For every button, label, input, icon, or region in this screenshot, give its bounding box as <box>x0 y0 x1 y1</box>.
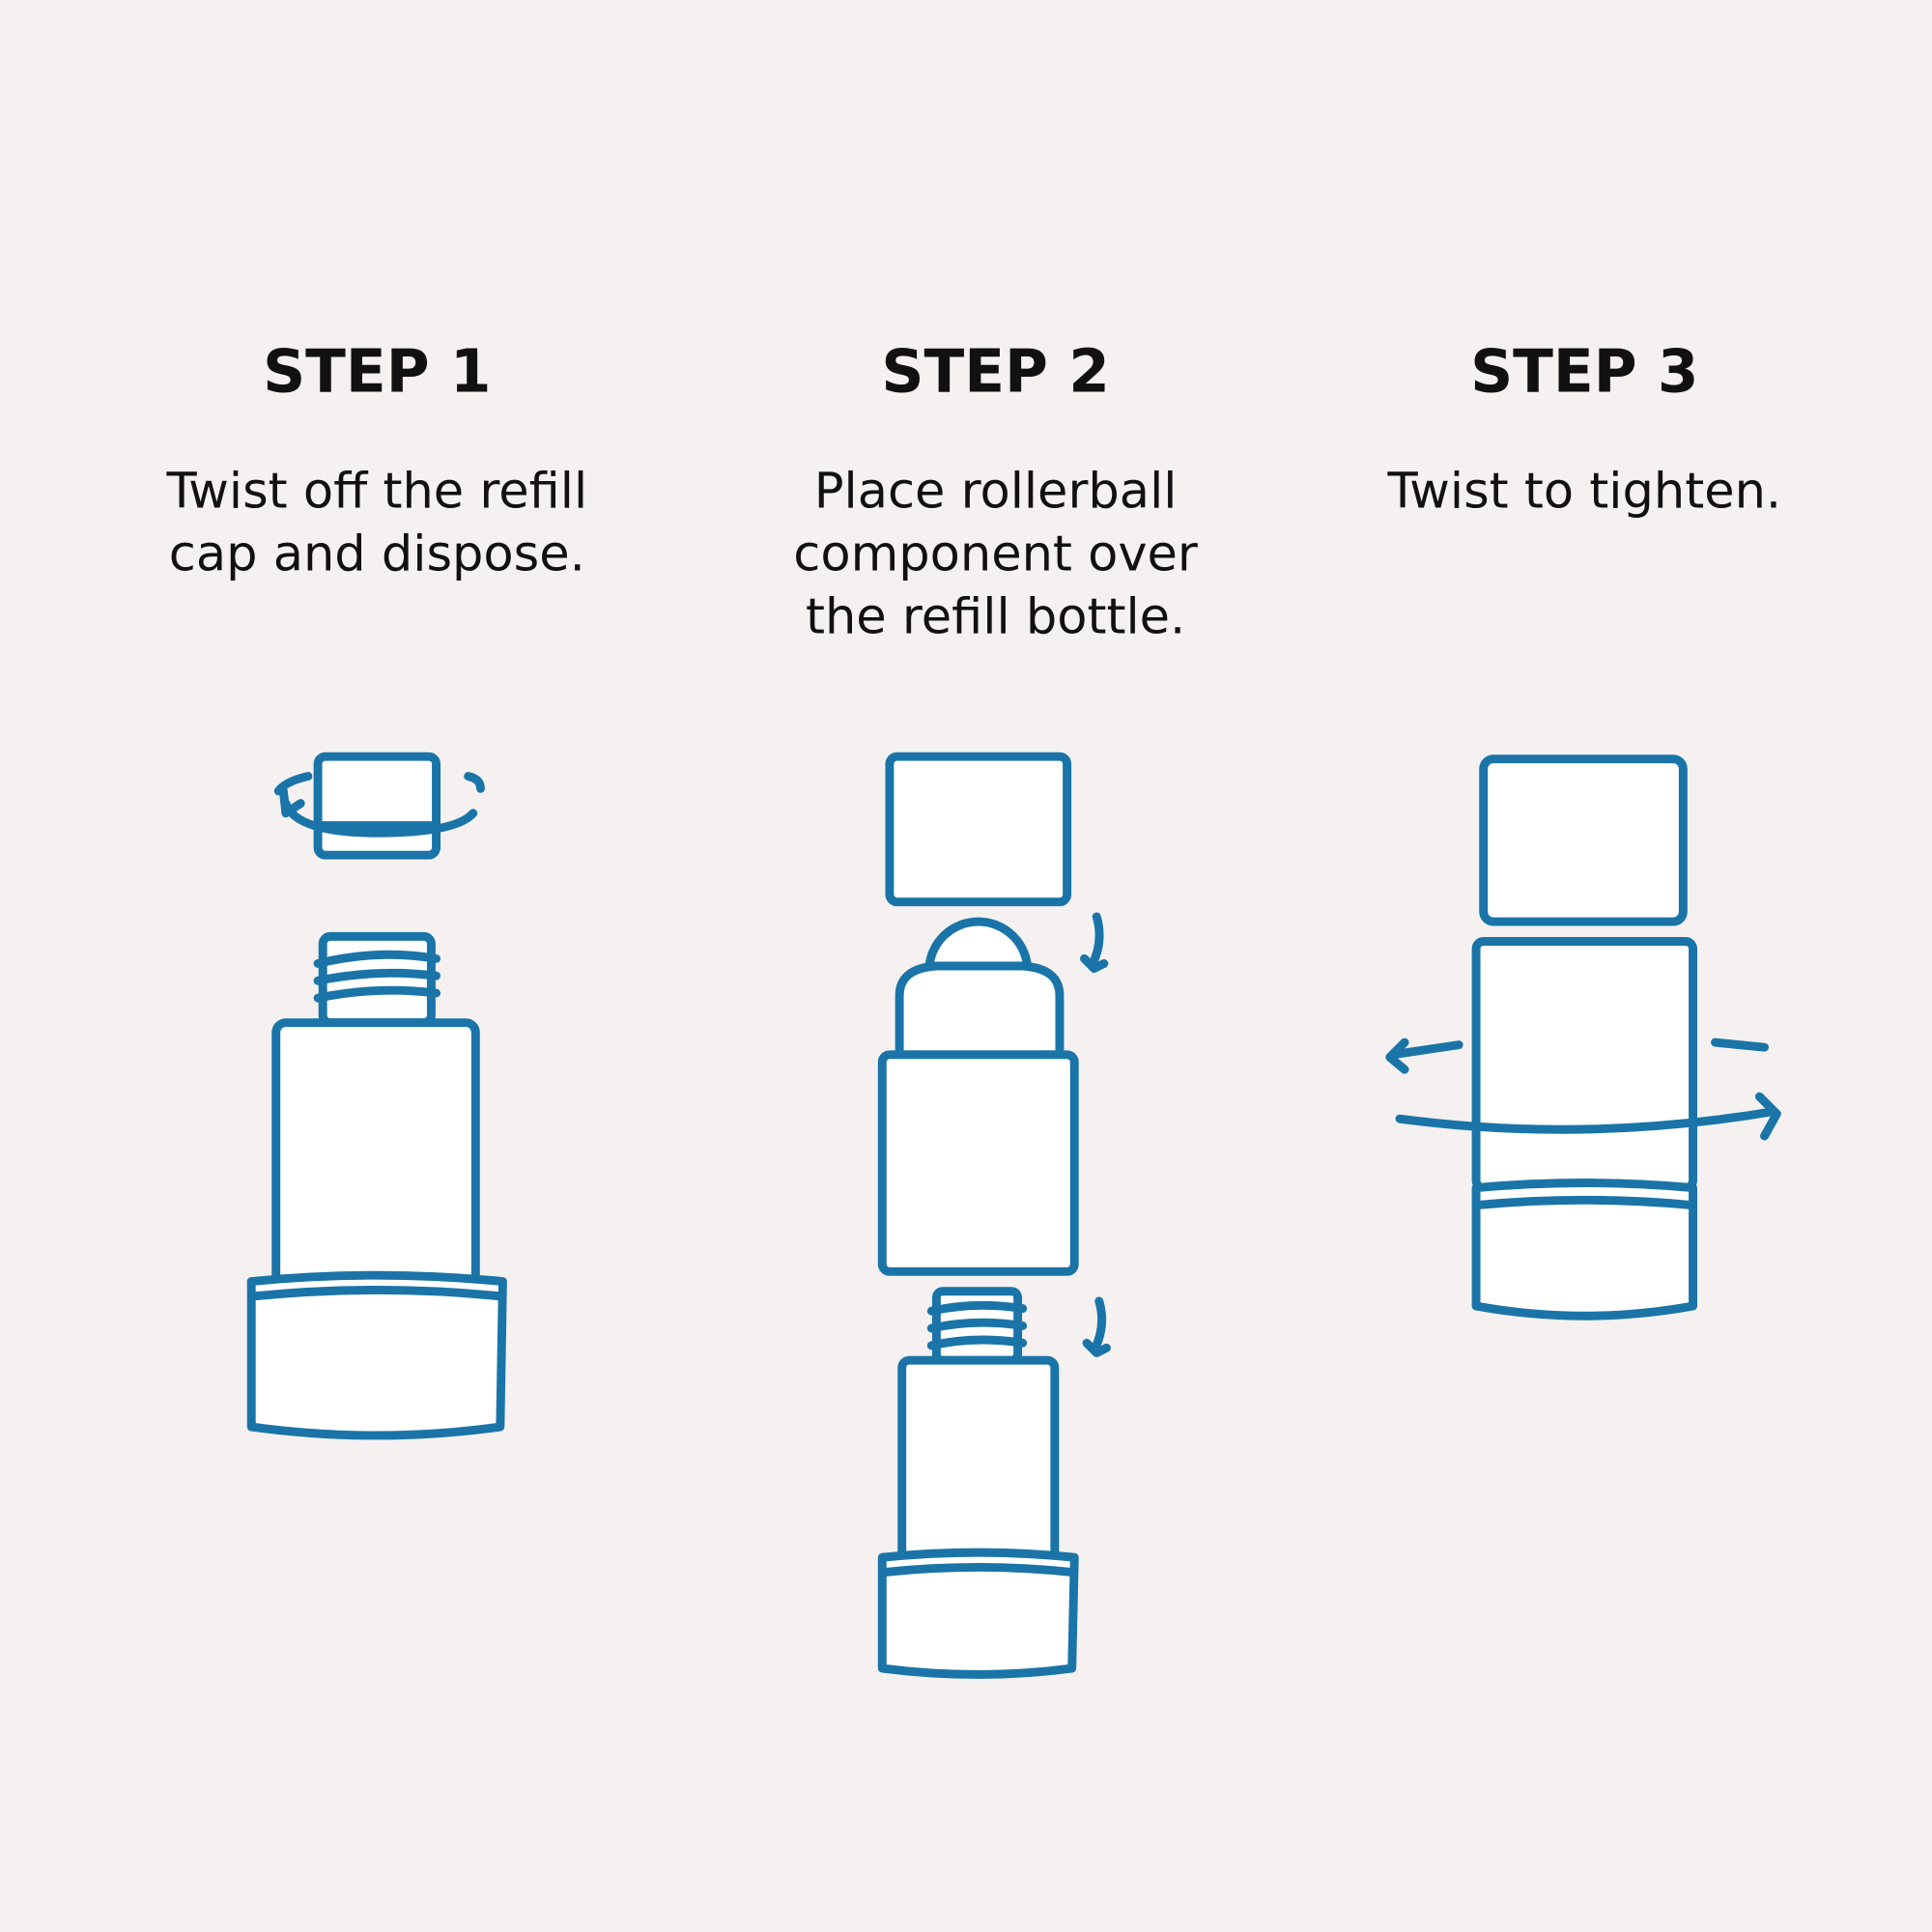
base-rim <box>880 1562 1077 1577</box>
step-3: STEP 3 Twist to tighten. <box>1385 338 1781 1321</box>
refill-base <box>877 1548 1079 1679</box>
assembled-cap <box>1479 754 1688 926</box>
step-2-illustration <box>877 752 1111 1679</box>
step-1: STEP 1 Twist off the refill cap and disp… <box>165 338 587 1440</box>
step-1-illustration <box>246 752 507 1440</box>
down-arrow-icon <box>1079 912 1109 974</box>
thread-lines <box>313 950 440 1003</box>
step-1-line-1: Twist off the refill <box>165 464 587 521</box>
bottle-body <box>271 1018 480 1293</box>
step-3-illustration <box>1385 754 1781 1321</box>
step-3-title: STEP 3 <box>1470 338 1698 407</box>
rollerball-body <box>877 1050 1079 1276</box>
base-rim <box>1474 1195 1695 1209</box>
step-2-line-3: the refill bottle. <box>806 589 1185 646</box>
bottle-base <box>246 1270 507 1440</box>
down-arrow-icon <box>1082 1296 1111 1357</box>
base-rim <box>249 1285 505 1301</box>
step-1-line-2: cap and dispose. <box>169 526 585 583</box>
assembled-body <box>1471 937 1698 1193</box>
rollerball-cap <box>885 752 1072 907</box>
assembled-base <box>1471 1179 1698 1321</box>
rollerball <box>924 917 1033 976</box>
twist-arrow-tail <box>1711 1037 1769 1052</box>
refill-body <box>897 1355 1060 1567</box>
thread-lines <box>926 1300 1028 1350</box>
step-2-line-1: Place rollerball <box>814 464 1178 521</box>
step-2-line-2: component over <box>793 526 1198 583</box>
rollerball-shoulder <box>895 961 1065 1060</box>
refill-cap <box>313 752 440 860</box>
twist-left-arrow-icon <box>1385 1037 1463 1074</box>
step-3-line-1: Twist to tighten. <box>1386 464 1781 521</box>
step-1-title: STEP 1 <box>263 338 491 407</box>
arrow-head-icon <box>278 786 305 818</box>
step-2-title: STEP 2 <box>881 338 1109 407</box>
step-2: STEP 2 Place rollerball component over t… <box>793 338 1198 1679</box>
twist-right-arrow-icon <box>1395 1092 1781 1141</box>
